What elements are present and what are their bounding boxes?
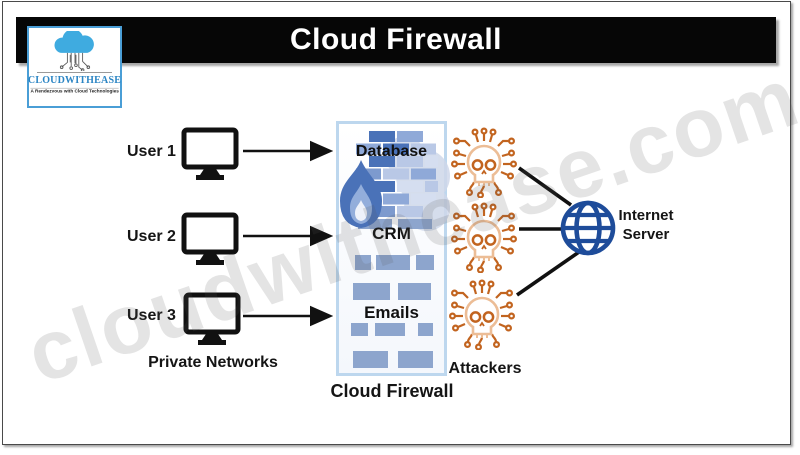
outer-frame: [2, 1, 791, 445]
private-networks-label: Private Networks: [148, 354, 278, 371]
user2-monitor-icon: [181, 212, 239, 265]
brand-logo: CLOUDWITHEASE A Rendezvous with Cloud Te…: [27, 26, 122, 108]
cloud-firewall-caption: Cloud Firewall: [330, 381, 454, 401]
internet-server-line2: Server: [622, 226, 670, 243]
user3-label: User 3: [127, 307, 176, 324]
firewall-database-label: Database: [355, 143, 428, 160]
attacker-malware-icon-1: [450, 127, 518, 198]
internet-server-line1: Internet: [618, 207, 674, 224]
flame-icon: [340, 160, 382, 228]
user1-monitor-icon: [181, 127, 239, 180]
attacker-malware-icon-2: [450, 202, 518, 273]
cloud-firewall-box: Database CRM Emails: [336, 121, 450, 376]
firewall-emails-label: Emails: [364, 303, 419, 322]
user2-label: User 2: [127, 228, 176, 245]
user3-monitor-icon: [183, 292, 241, 345]
internet-server-label: Internet Server: [610, 206, 682, 244]
title-bar: Cloud Firewall: [16, 17, 776, 63]
firewall-brickwall-flame-icon: [340, 131, 450, 368]
cloud-circuit-icon: [54, 31, 94, 71]
page-title: Cloud Firewall: [289, 23, 503, 56]
user1-label: User 1: [127, 143, 176, 160]
logo-divider: [37, 72, 112, 73]
logo-tagline: A Rendezvous with Cloud Technologies: [30, 87, 119, 95]
logo-name: CLOUDWITHEASE: [27, 75, 122, 86]
firewall-crm-label: CRM: [372, 224, 411, 243]
attackers-label: Attackers: [448, 360, 522, 377]
internet-globe-icon: [560, 200, 616, 256]
attacker-malware-icon-3: [448, 279, 516, 350]
